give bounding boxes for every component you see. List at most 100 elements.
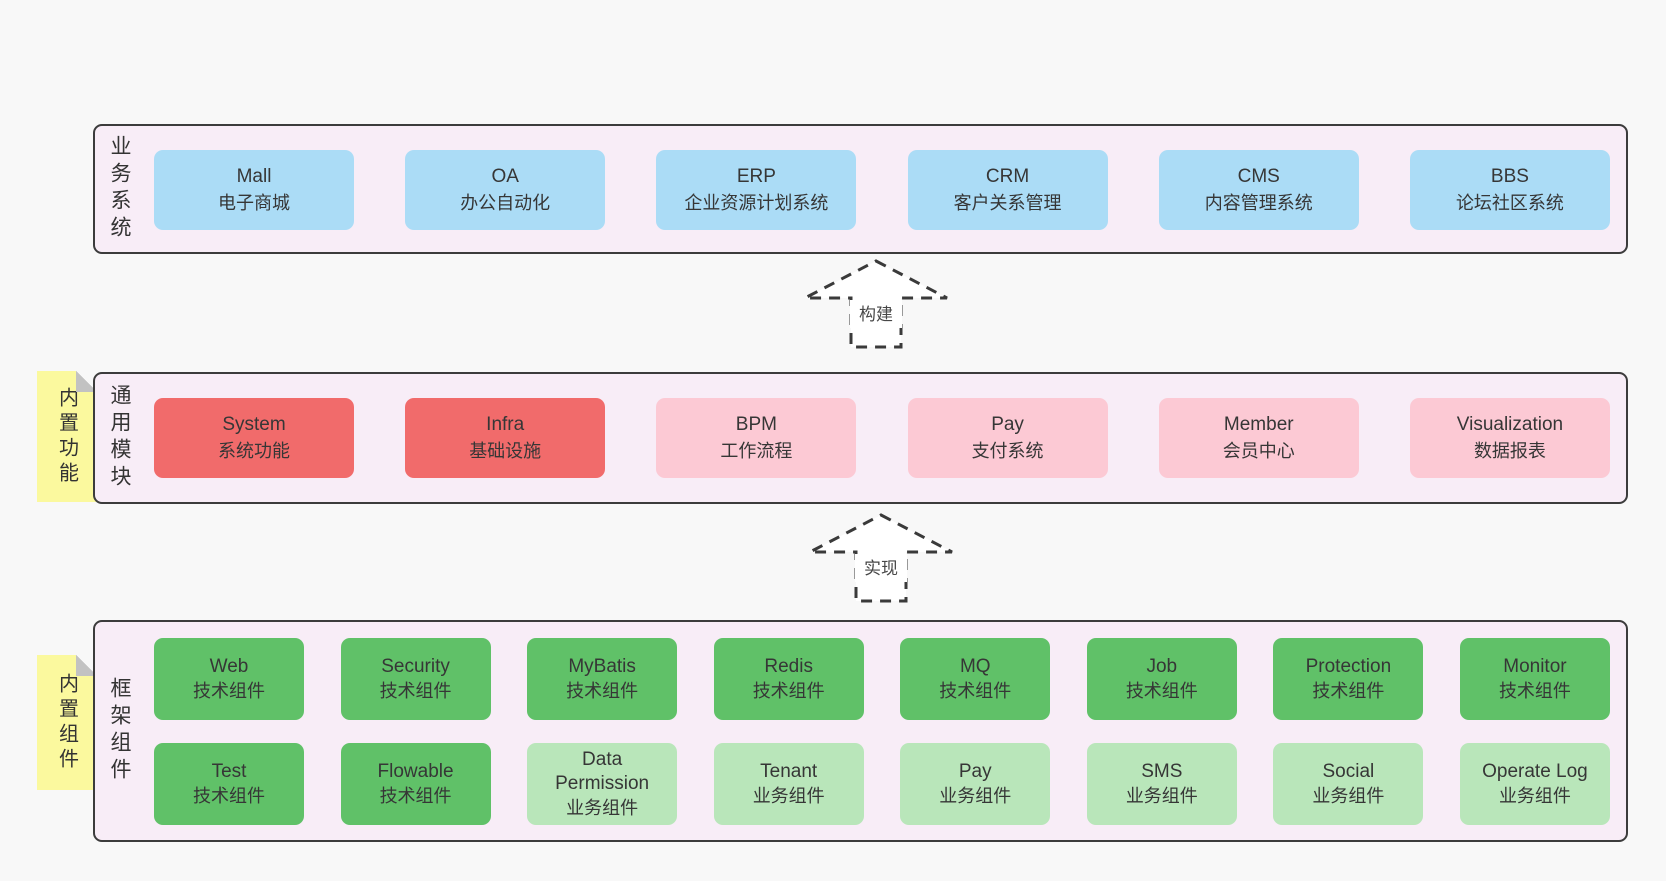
box-subtitle: 技术组件 xyxy=(379,786,452,806)
box-title: Pay xyxy=(958,761,992,782)
arrow-implement-label: 实现 xyxy=(864,559,898,578)
box-subtitle: 客户关系管理 xyxy=(953,193,1062,213)
box-title: Web xyxy=(209,656,249,677)
box-operate-log: Operate Log 业务组件 xyxy=(1459,743,1610,825)
box-subtitle: 电子商城 xyxy=(218,193,290,213)
box-subtitle: 工作流程 xyxy=(720,441,793,461)
box-subtitle: 技术组件 xyxy=(1498,681,1571,701)
box-subtitle: 业务组件 xyxy=(1125,786,1198,806)
sticky-note-built-in-components: 内置组件 xyxy=(37,655,97,790)
box-data-permission: Data Permission 业务组件 xyxy=(527,743,678,825)
box-subtitle: 支付系统 xyxy=(971,441,1044,461)
box-subtitle: 技术组件 xyxy=(1312,681,1385,701)
box-subtitle: 业务组件 xyxy=(939,786,1012,806)
box-title: Job xyxy=(1146,656,1178,677)
box-erp: ERP 企业资源计划系统 xyxy=(656,150,857,230)
components-row-2: Test 技术组件 Flowable 技术组件 Data Permission … xyxy=(154,743,1610,825)
box-title: Visualization xyxy=(1456,414,1564,435)
box-title: Monitor xyxy=(1503,656,1567,677)
box-redis: Redis 技术组件 xyxy=(713,638,864,720)
box-infra: Infra 基础设施 xyxy=(405,398,606,478)
box-title: Operate Log xyxy=(1482,761,1588,782)
box-mall: Mall 电子商城 xyxy=(154,150,354,230)
box-title: Data Permission xyxy=(555,749,650,794)
box-flowable: Flowable 技术组件 xyxy=(340,743,491,825)
box-crm: CRM 客户关系管理 xyxy=(907,150,1108,230)
box-visualization: Visualization 数据报表 xyxy=(1409,398,1610,478)
box-subtitle: 内容管理系统 xyxy=(1204,193,1313,213)
box-pay-module: Pay 支付系统 xyxy=(907,398,1108,478)
box-member: Member 会员中心 xyxy=(1158,398,1359,478)
box-system: System 系统功能 xyxy=(154,398,354,478)
box-social: Social 业务组件 xyxy=(1273,743,1424,825)
box-subtitle: 技术组件 xyxy=(193,786,265,806)
box-title: Mall xyxy=(236,166,272,187)
box-web: Web 技术组件 xyxy=(154,638,304,720)
business-box-row: Mall 电子商城 OA 办公自动化 ERP 企业资源计划系统 CRM 客户关系… xyxy=(154,150,1610,230)
sticky-note-built-in-features: 内置功能 xyxy=(37,371,97,502)
sticky-fold-corner-icon xyxy=(76,655,97,676)
panel-label-business-systems: 业务系统 xyxy=(108,135,131,243)
arrow-up-build-icon: 构建 xyxy=(804,259,948,349)
box-title: BBS xyxy=(1490,166,1529,187)
components-row-1: Web 技术组件 Security 技术组件 MyBatis 技术组件 Redi… xyxy=(154,638,1610,720)
box-title: Flowable xyxy=(377,761,454,782)
box-subtitle: 企业资源计划系统 xyxy=(684,193,829,213)
sticky-fold-corner-icon xyxy=(76,371,97,392)
arrow-up-implement-icon: 实现 xyxy=(809,513,953,603)
box-title: MQ xyxy=(959,656,991,677)
box-subtitle: 论坛社区系统 xyxy=(1455,193,1564,213)
box-title: Test xyxy=(211,761,247,782)
arrow-build-label: 构建 xyxy=(859,305,893,324)
box-subtitle: 业务组件 xyxy=(1312,786,1385,806)
box-title: System xyxy=(222,414,286,435)
box-subtitle: 办公自动化 xyxy=(460,193,551,213)
box-test: Test 技术组件 xyxy=(154,743,304,825)
box-subtitle: 技术组件 xyxy=(752,681,825,701)
box-title: Tenant xyxy=(760,761,818,782)
box-oa: OA 办公自动化 xyxy=(405,150,606,230)
box-title: BPM xyxy=(735,414,777,435)
box-subtitle: 技术组件 xyxy=(193,681,265,701)
box-bpm: BPM 工作流程 xyxy=(656,398,857,478)
box-subtitle: 会员中心 xyxy=(1222,441,1295,461)
box-protection: Protection 技术组件 xyxy=(1273,638,1424,720)
box-cms: CMS 内容管理系统 xyxy=(1158,150,1359,230)
box-title: CRM xyxy=(985,166,1030,187)
panel-framework-components: 框架组件 Web 技术组件 Security 技术组件 MyBatis 技术组件… xyxy=(93,620,1628,842)
box-title: Infra xyxy=(486,414,525,435)
box-job: Job 技术组件 xyxy=(1086,638,1237,720)
box-title: Protection xyxy=(1305,656,1392,677)
box-title: Member xyxy=(1223,414,1294,435)
panel-label-framework-components: 框架组件 xyxy=(108,677,131,785)
box-sms: SMS 业务组件 xyxy=(1086,743,1237,825)
panel-label-common-modules: 通用模块 xyxy=(108,384,131,492)
box-pay-component: Pay 业务组件 xyxy=(900,743,1051,825)
box-subtitle: 技术组件 xyxy=(1125,681,1198,701)
box-title: SMS xyxy=(1141,761,1183,782)
box-monitor: Monitor 技术组件 xyxy=(1459,638,1610,720)
box-subtitle: 技术组件 xyxy=(939,681,1012,701)
box-mq: MQ 技术组件 xyxy=(900,638,1051,720)
box-title: MyBatis xyxy=(568,656,636,677)
box-title: Pay xyxy=(991,414,1024,435)
box-title: Security xyxy=(381,656,450,677)
box-tenant: Tenant 业务组件 xyxy=(713,743,864,825)
sticky-label: 内置功能 xyxy=(55,386,78,487)
box-security: Security 技术组件 xyxy=(340,638,491,720)
box-title: CMS xyxy=(1237,166,1280,187)
box-subtitle: 数据报表 xyxy=(1473,441,1546,461)
box-subtitle: 技术组件 xyxy=(379,681,452,701)
box-subtitle: 业务组件 xyxy=(752,786,825,806)
box-subtitle: 系统功能 xyxy=(218,441,290,461)
sticky-label: 内置组件 xyxy=(55,672,78,773)
box-title: ERP xyxy=(736,166,776,187)
modules-box-row: System 系统功能 Infra 基础设施 BPM 工作流程 Pay 支付系统… xyxy=(154,398,1610,478)
box-subtitle: 业务组件 xyxy=(1498,786,1571,806)
panel-business-systems: 业务系统 Mall 电子商城 OA 办公自动化 ERP 企业资源计划系统 CRM… xyxy=(93,124,1628,254)
box-subtitle: 技术组件 xyxy=(566,681,639,701)
panel-common-modules: 通用模块 System 系统功能 Infra 基础设施 BPM 工作流程 Pay… xyxy=(93,372,1628,504)
box-mybatis: MyBatis 技术组件 xyxy=(527,638,678,720)
box-bbs: BBS 论坛社区系统 xyxy=(1409,150,1610,230)
